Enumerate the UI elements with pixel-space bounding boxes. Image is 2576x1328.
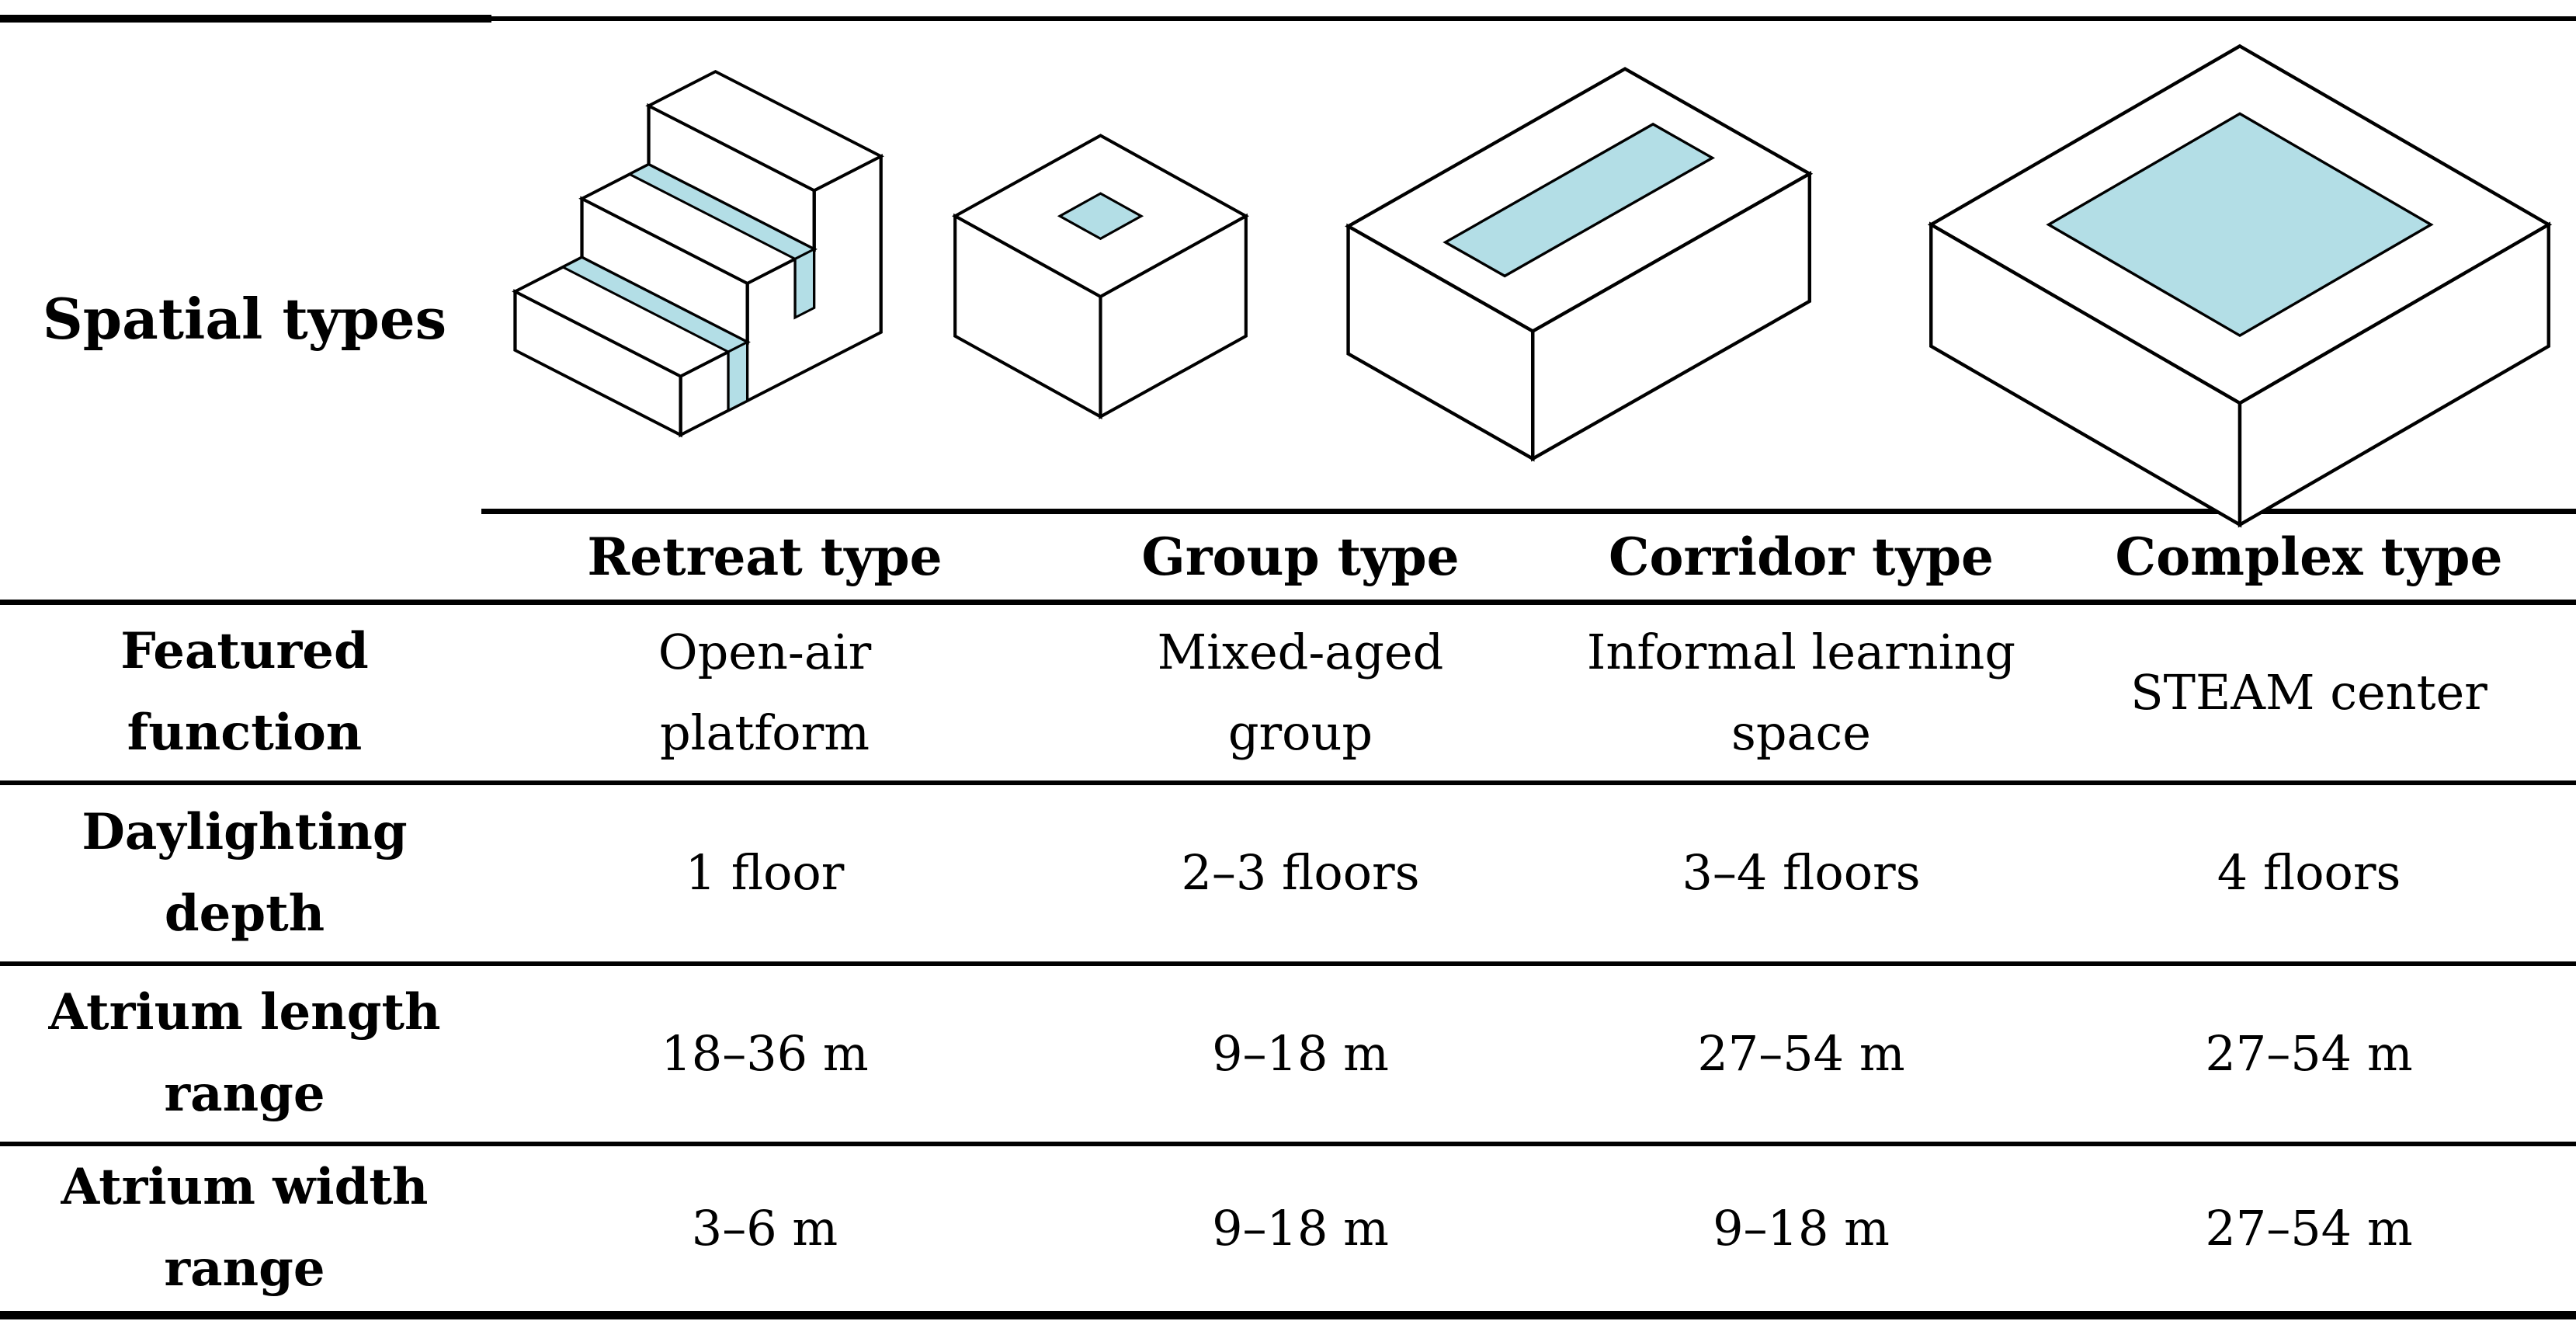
row-label-atrium-length: Atrium length range [48, 983, 441, 1123]
cell-daylighting-group: 2–3 floors [1181, 844, 1420, 902]
header-top-rule [481, 509, 2576, 514]
cube-right-face [1099, 213, 1248, 419]
atrium-width-row: Atrium width range 3–6 m 9–18 m 9–18 m 2… [0, 1146, 2576, 1311]
atrium-square-large [2046, 112, 2434, 338]
cell-width-complex: 27–54 m [2205, 1199, 2413, 1257]
atrium-square-small [1057, 192, 1144, 241]
top-rule-left [0, 15, 491, 23]
header-row: Retreat type Group type Corridor type Co… [0, 514, 2576, 600]
cell-length-retreat: 18–36 m [661, 1024, 869, 1082]
column-header-complex: Complex type [2115, 527, 2503, 587]
bottom-rule [0, 1311, 2576, 1319]
column-header-retreat: Retreat type [587, 527, 943, 587]
cell-length-corridor: 27–54 m [1697, 1024, 1905, 1082]
slab-right-face [2238, 221, 2550, 528]
atrium-band-upper [793, 247, 816, 320]
cell-daylighting-complex: 4 floors [2217, 844, 2401, 902]
cell-daylighting-corridor: 3–4 floors [1682, 844, 1921, 902]
row-label-featured-function: Featured function [120, 622, 369, 762]
cell-width-retreat: 3–6 m [691, 1199, 838, 1257]
group-type-diagram [952, 134, 1249, 419]
stairs-top-face [645, 69, 884, 193]
header-spacer [0, 514, 489, 600]
rule-2 [0, 961, 2576, 966]
row-label-atrium-width: Atrium width range [61, 1158, 429, 1298]
column-header-corridor: Corridor type [1608, 527, 1994, 587]
box-right-face [1531, 171, 1812, 462]
cell-length-complex: 27–54 m [2205, 1024, 2413, 1082]
cell-featured-complex: STEAM center [2130, 663, 2487, 721]
cell-featured-corridor: Informal learning space [1586, 623, 2016, 761]
spatial-types-label: Spatial types [42, 286, 447, 352]
featured-function-row: Featured function Open-air platform Mixe… [0, 605, 2576, 780]
rule-below-headers [0, 600, 2576, 605]
atrium-linear-strip [1442, 122, 1716, 278]
atrium-band-lower [727, 339, 749, 413]
cell-width-corridor: 9–18 m [1713, 1199, 1890, 1257]
rule-3 [0, 1142, 2576, 1146]
cell-featured-group: Mixed-aged group [1157, 623, 1444, 761]
cell-width-group: 9–18 m [1212, 1199, 1389, 1257]
column-header-group: Group type [1141, 527, 1460, 587]
corridor-type-diagram [1345, 67, 1814, 462]
retreat-type-diagram [512, 69, 884, 438]
rule-1 [0, 780, 2576, 785]
cell-daylighting-retreat: 1 floor [685, 844, 845, 902]
row-label-daylighting-depth: Daylighting depth [82, 802, 408, 943]
cell-length-group: 9–18 m [1212, 1024, 1389, 1082]
atrium-length-row: Atrium length range 18–36 m 9–18 m 27–54… [0, 966, 2576, 1142]
daylighting-depth-row: Daylighting depth 1 floor 2–3 floors 3–4… [0, 785, 2576, 961]
complex-type-diagram [1927, 43, 2553, 528]
cell-featured-retreat: Open-air platform [658, 623, 872, 761]
top-rule-right [491, 16, 2576, 21]
